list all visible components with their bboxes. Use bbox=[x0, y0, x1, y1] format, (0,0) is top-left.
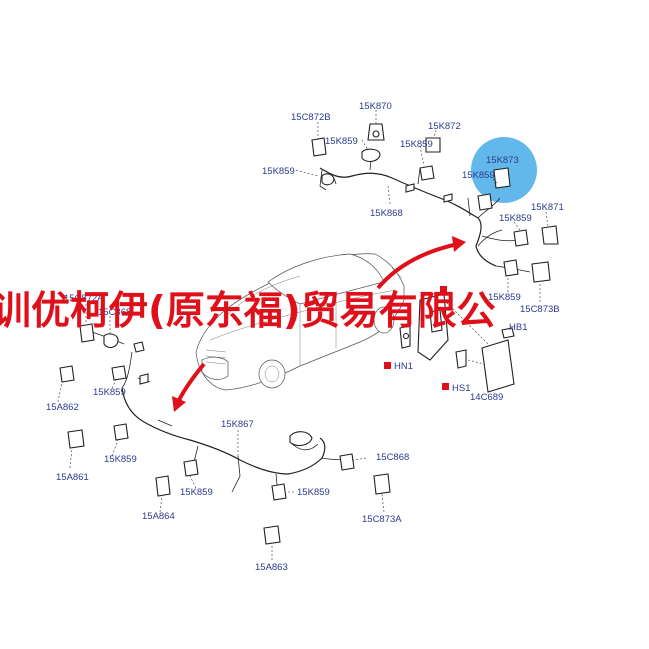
label-15A862: 15A862 bbox=[46, 402, 79, 413]
label-15K859-d: 15K859 bbox=[462, 170, 495, 181]
car-illustration bbox=[195, 253, 405, 391]
label-15C873B: 15C873B bbox=[520, 304, 560, 315]
middle-labels: HB1 HN1 HS1 14C689 bbox=[394, 322, 527, 403]
label-HN1: HN1 bbox=[394, 361, 413, 372]
label-15K859-e: 15K859 bbox=[499, 213, 532, 224]
red-markers bbox=[384, 286, 449, 390]
label-15K870: 15K870 bbox=[359, 101, 392, 112]
label-15C868-a: 15C868 bbox=[98, 307, 131, 318]
label-15A864: 15A864 bbox=[142, 511, 175, 522]
label-15K871: 15K871 bbox=[531, 202, 564, 213]
label-15K873: 15K873 bbox=[486, 155, 519, 166]
label-15C868-b: 15C868 bbox=[376, 452, 409, 463]
label-15K859-g: 15K859 bbox=[93, 387, 126, 398]
label-15K868: 15K868 bbox=[370, 208, 403, 219]
upper-parts bbox=[311, 123, 559, 283]
label-15C873A: 15C873A bbox=[362, 514, 402, 525]
lower-labels: 15C872A 15C868 15A862 15K859 15A861 15K8… bbox=[46, 293, 409, 573]
label-15K859-j: 15K859 bbox=[297, 487, 330, 498]
leader-lines bbox=[57, 110, 549, 560]
label-15K859-c: 15K859 bbox=[262, 166, 295, 177]
label-15K859-b: 15K859 bbox=[400, 139, 433, 150]
lower-harness bbox=[85, 329, 355, 495]
red-arrows bbox=[172, 236, 466, 412]
label-15K859-a: 15K859 bbox=[325, 136, 358, 147]
label-14C689: 14C689 bbox=[470, 392, 503, 403]
label-HS1: HS1 bbox=[452, 383, 470, 394]
watermark-text: 训优柯伊(原东福)贸易有限公 bbox=[0, 289, 496, 334]
label-15K867: 15K867 bbox=[221, 419, 254, 430]
label-15K859-h: 15K859 bbox=[104, 454, 137, 465]
marker-top bbox=[440, 286, 447, 293]
marker-hn1 bbox=[384, 362, 391, 369]
label-15K859-i: 15K859 bbox=[180, 487, 213, 498]
label-HB1: HB1 bbox=[509, 322, 527, 333]
label-15K859-f: 15K859 bbox=[488, 292, 521, 303]
label-15C872B: 15C872B bbox=[291, 112, 331, 123]
upper-labels: 15K870 15C872B 15K872 15K859 15K859 15K8… bbox=[262, 101, 564, 315]
label-15K872: 15K872 bbox=[428, 121, 461, 132]
label-15C872A: 15C872A bbox=[64, 293, 104, 304]
lower-parts bbox=[59, 323, 391, 545]
label-15A861: 15A861 bbox=[56, 472, 89, 483]
middle-parts bbox=[399, 293, 515, 393]
marker-hs1 bbox=[442, 383, 449, 390]
label-15A863: 15A863 bbox=[255, 562, 288, 573]
